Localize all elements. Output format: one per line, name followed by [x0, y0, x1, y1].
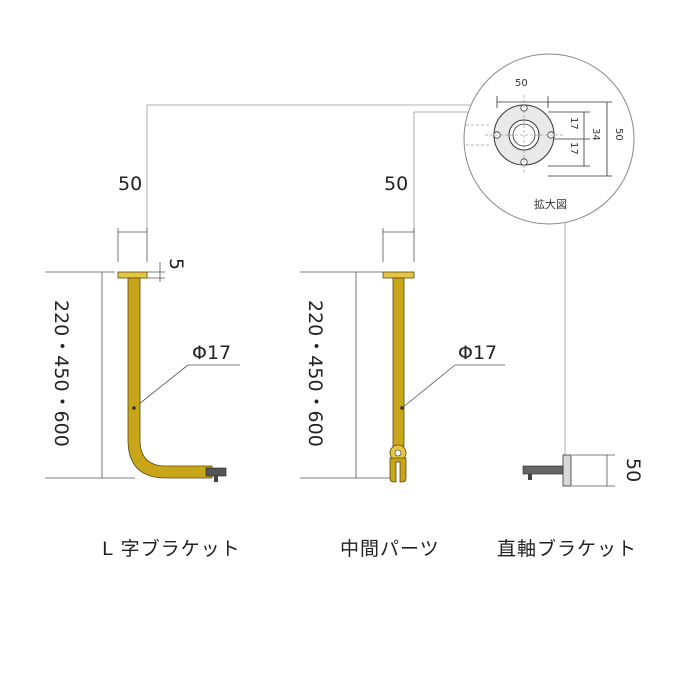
l-bracket: [117, 271, 227, 482]
l-bracket-dimensions: [45, 228, 240, 479]
enlarged-width-label: 50: [515, 78, 528, 89]
enlarged-view: [463, 53, 635, 225]
leader-lines: [146, 104, 566, 455]
straight-bracket-dimensions: [572, 454, 615, 487]
straight-bracket-height-label: 50: [622, 458, 644, 483]
caption-l-bracket: L 字ブラケット: [102, 538, 241, 560]
enlarged-view-label: 拡大図: [534, 198, 567, 211]
enlarged-total-label: 50: [613, 128, 624, 141]
flange-plate: [466, 95, 563, 175]
caption-straight-bracket: 直軸ブラケット: [497, 538, 638, 560]
middle-part-diameter-label: Φ17: [458, 342, 498, 364]
l-bracket-diameter-label: Φ17: [192, 342, 232, 364]
enlarged-half-a-label: 17: [568, 117, 579, 130]
enlarged-span-label: 34: [590, 128, 601, 141]
l-bracket-pipe: [127, 277, 213, 479]
l-bracket-length-label: 220・450・600: [50, 300, 72, 447]
middle-part-length-label: 220・450・600: [304, 300, 326, 447]
l-bracket-plate-thickness-label: 5: [165, 258, 187, 271]
straight-bracket-plate: [562, 454, 572, 487]
middle-part-flange: [382, 271, 415, 279]
middle-part: [382, 271, 415, 483]
middle-part-pipe: [392, 277, 405, 447]
middle-part-offset-label: 50: [384, 173, 409, 195]
straight-bracket-bolt: [522, 465, 564, 475]
l-bracket-bolt: [205, 467, 227, 477]
enlarged-half-b-label: 17: [568, 142, 579, 155]
middle-part-dimensions: [300, 228, 505, 479]
straight-bracket: [522, 454, 572, 487]
caption-middle-part: 中間パーツ: [340, 538, 440, 560]
l-bracket-flange: [117, 271, 148, 279]
l-bracket-offset-label: 50: [118, 173, 143, 195]
